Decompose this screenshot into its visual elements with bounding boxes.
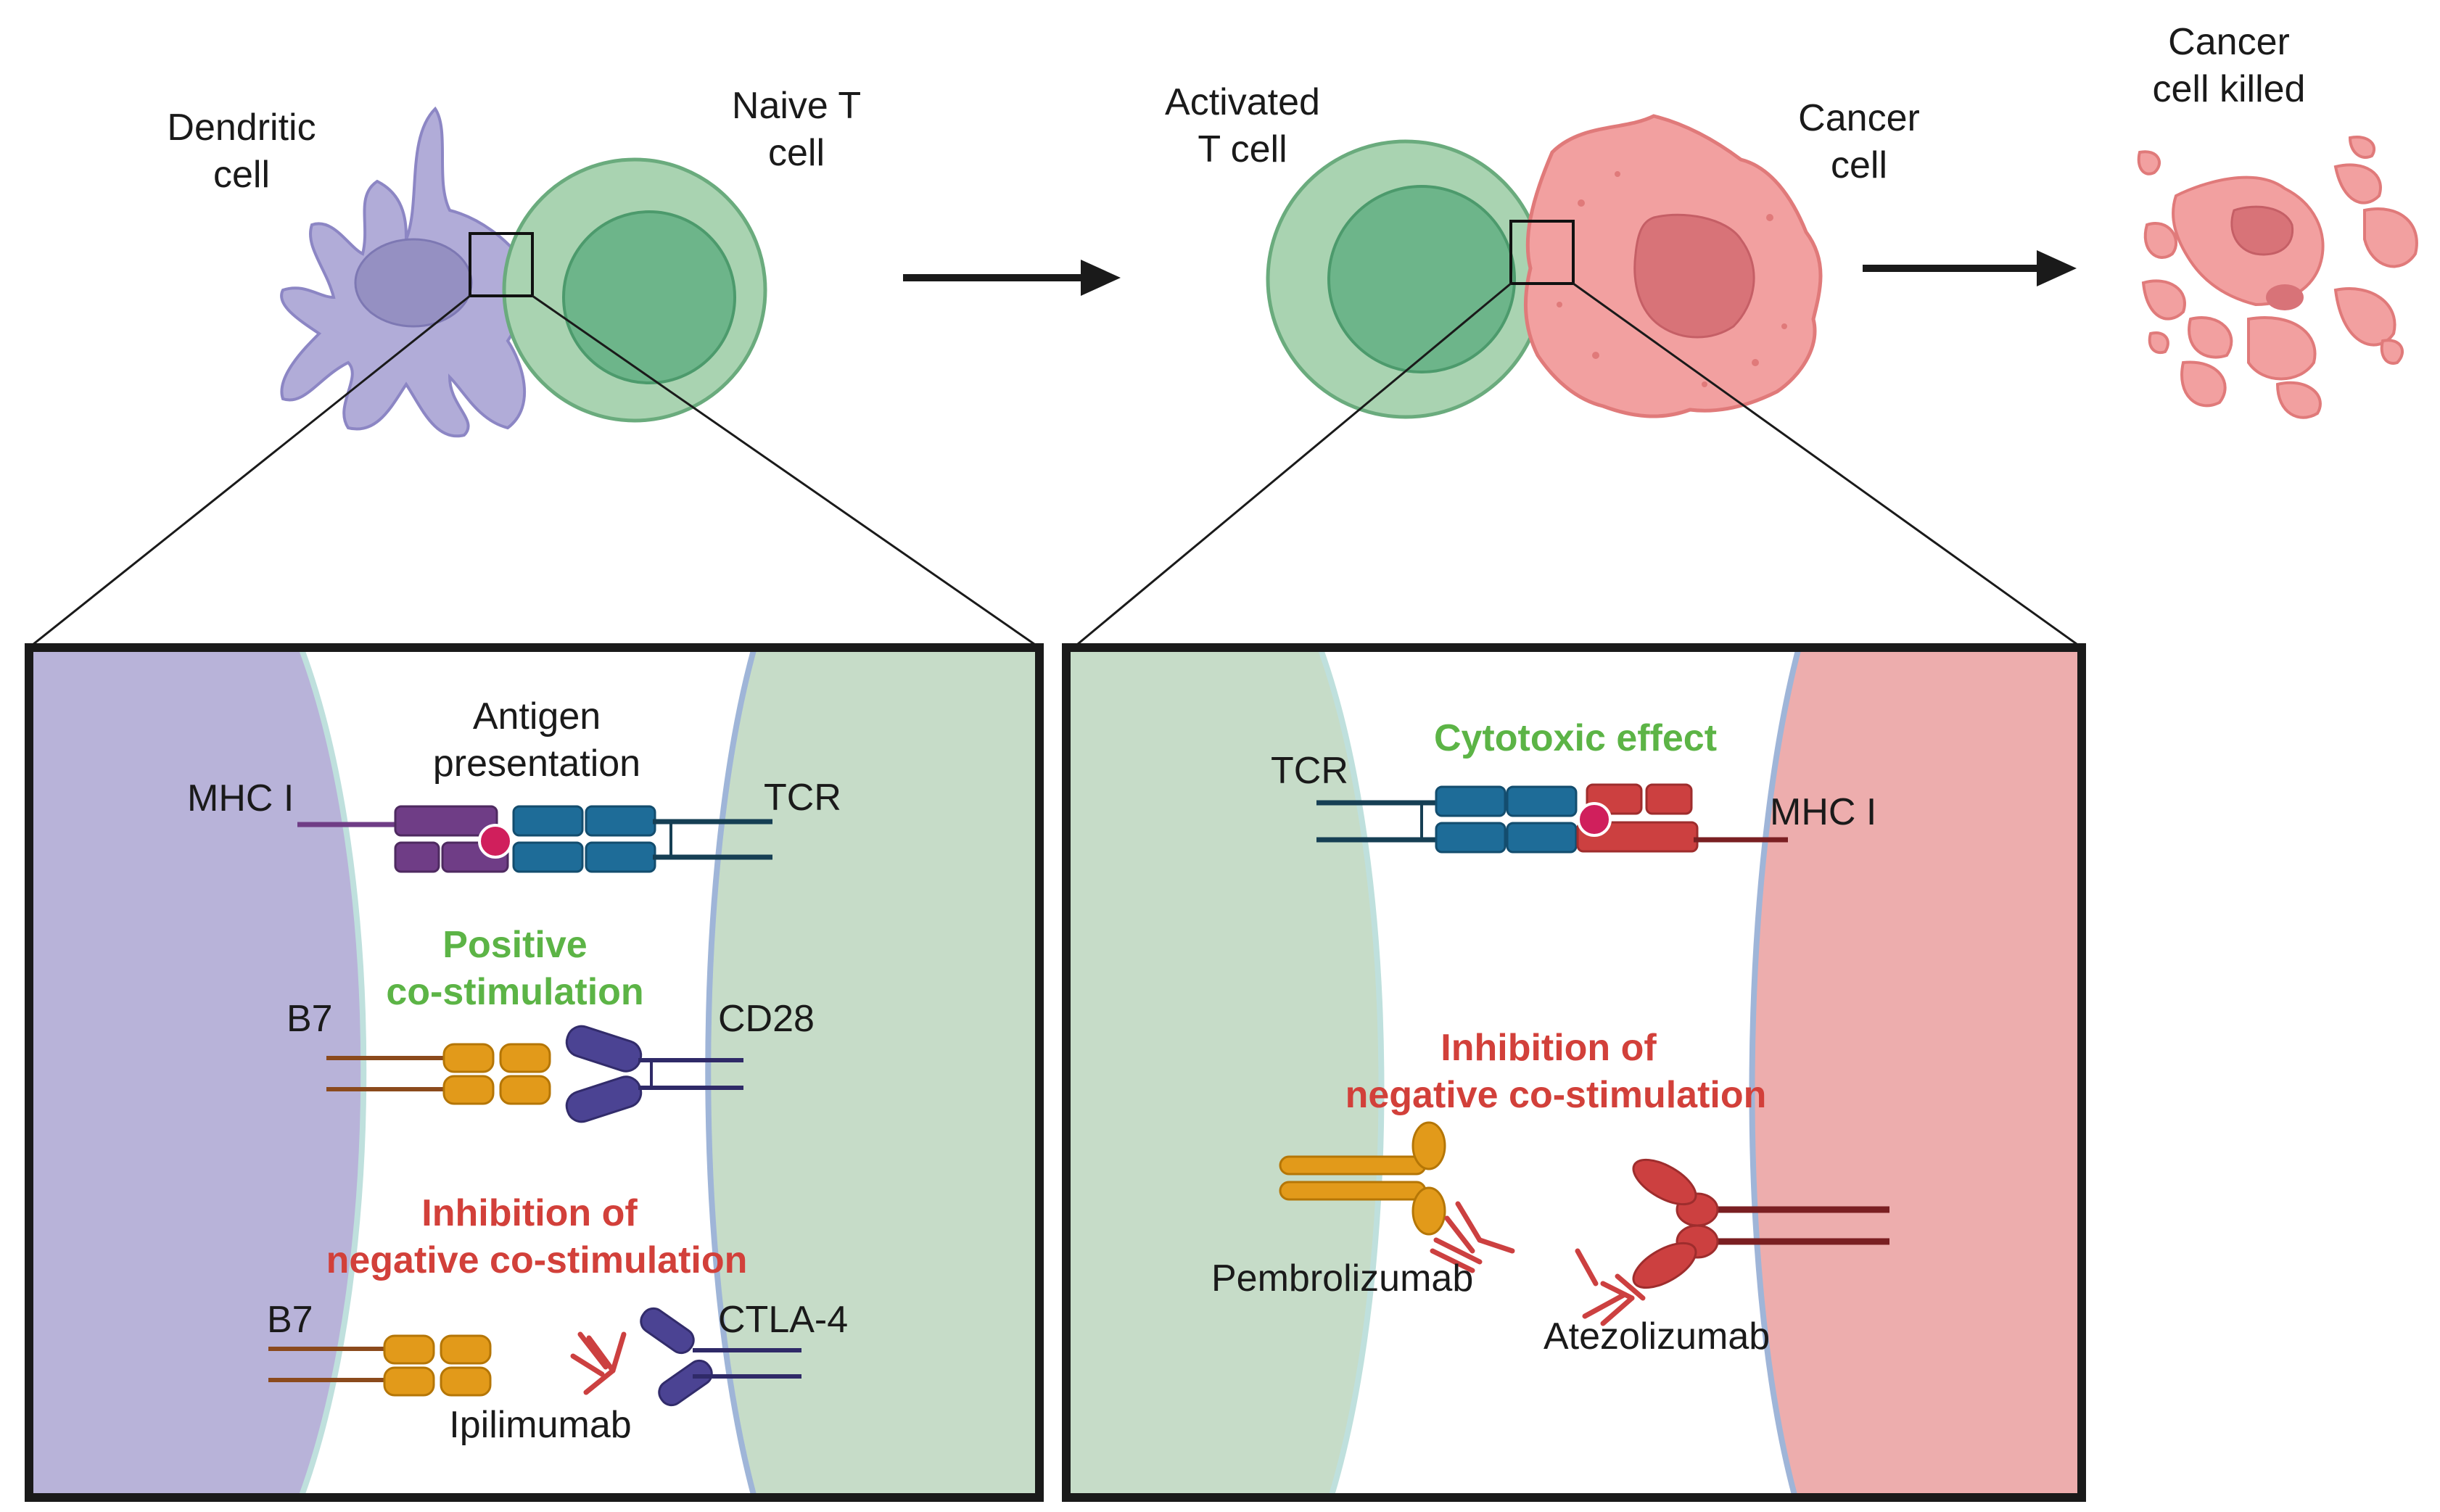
left-inhibition-label-1: Inhibition of <box>421 1192 638 1234</box>
dendritic-label-line1: Dendritic <box>167 107 316 149</box>
right-mhc-label: MHC I <box>1770 791 1876 833</box>
killed-cancer-cell-icon <box>2137 136 2418 419</box>
b7-cd28-complex-icon <box>326 1025 743 1123</box>
left-ctla4-label: CTLA-4 <box>718 1299 848 1341</box>
left-mhc-label: MHC I <box>187 777 294 819</box>
killed-cell-fragment-dark-icon <box>2266 284 2304 310</box>
zoom-box-left <box>469 232 534 297</box>
left-b7-label-a: B7 <box>287 998 333 1040</box>
zoom-projection-lines <box>28 282 2082 649</box>
arrow-icon-1 <box>903 260 1121 296</box>
dendritic-label-line2: cell <box>213 154 270 196</box>
activated-label-line1: Activated <box>1165 81 1320 123</box>
right-zoom-panel <box>1062 643 2086 1502</box>
killed-cell-nucleus-icon <box>2230 205 2294 256</box>
pd1-pembrolizumab-icon <box>1279 1121 1515 1273</box>
activated-t-cell-icon <box>1266 139 1546 419</box>
tcr-mhc-complex-right-icon <box>1316 783 1788 854</box>
pdl1-atezolizumab-icon <box>1575 1158 1889 1326</box>
b7-ctla4-ipilimumab-icon <box>268 1307 801 1407</box>
left-tcr-label: TCR <box>764 777 841 819</box>
right-inhibition-label-2: negative co-stimulation <box>1345 1074 1767 1116</box>
left-cd28-label: CD28 <box>718 998 815 1040</box>
left-antigen-label-2: presentation <box>433 743 640 785</box>
ipilimumab-label: Ipilimumab <box>449 1404 631 1446</box>
atezolizumab-label: Atezolizumab <box>1543 1315 1770 1358</box>
cancer-label-line1: Cancer <box>1798 97 1920 139</box>
cancer-label-line2: cell <box>1831 144 1887 186</box>
pembrolizumab-label: Pembrolizumab <box>1211 1257 1473 1300</box>
right-tcr-label: TCR <box>1271 750 1348 792</box>
cytotoxic-effect-label: Cytotoxic effect <box>1434 717 1717 759</box>
cancer-cell-icon <box>1523 114 1823 418</box>
left-b7-label-b: B7 <box>267 1299 313 1341</box>
naive-label-line1: Naive T <box>732 85 861 127</box>
naive-t-cell-icon <box>502 157 767 423</box>
arrow-icon-2 <box>1863 250 2077 286</box>
zoom-box-right <box>1509 220 1575 285</box>
mhc-tcr-complex-left-icon <box>297 805 772 873</box>
naive-label-line2: cell <box>768 132 825 174</box>
left-inhibition-label-2: negative co-stimulation <box>326 1239 748 1281</box>
positive-costim-label-1: Positive <box>442 924 587 966</box>
killed-label-line1: Cancer <box>2168 21 2290 63</box>
activated-label-line2: T cell <box>1198 128 1287 170</box>
dendritic-cell-icon <box>280 106 527 438</box>
positive-costim-label-2: co-stimulation <box>386 971 643 1013</box>
left-antigen-label-1: Antigen <box>473 695 601 738</box>
right-inhibition-label-1: Inhibition of <box>1440 1027 1657 1069</box>
killed-label-line2: cell killed <box>2153 68 2306 110</box>
